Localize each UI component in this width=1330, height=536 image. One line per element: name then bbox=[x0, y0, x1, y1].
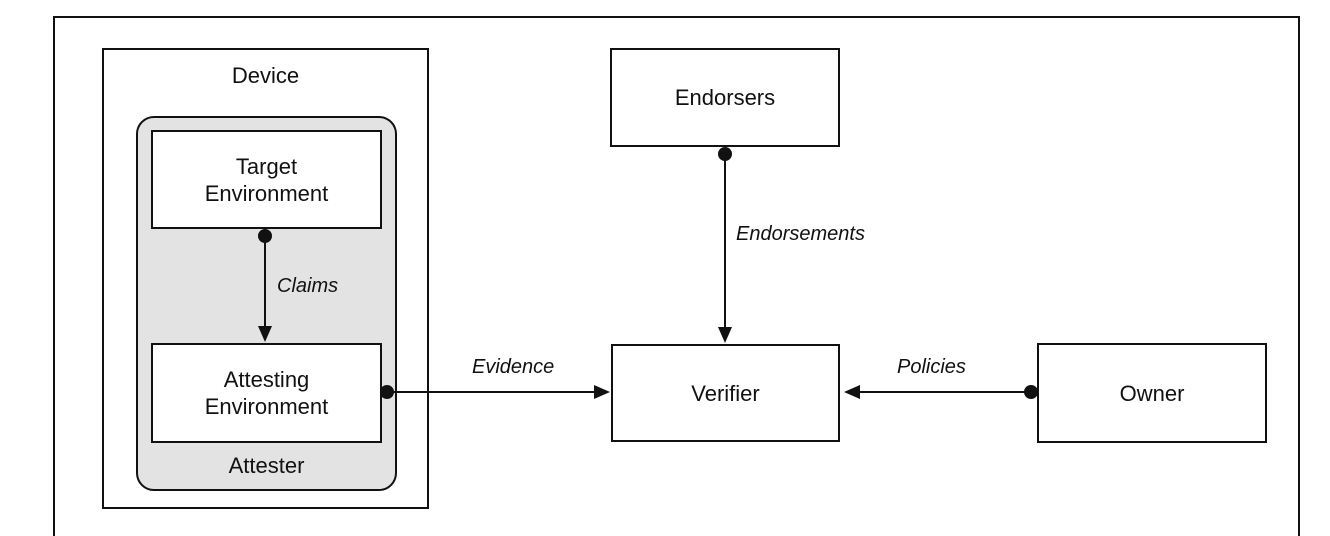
claims-edge-label: Claims bbox=[277, 275, 339, 297]
owner-node: Owner bbox=[1037, 343, 1267, 443]
endorsers-node: Endorsers bbox=[610, 48, 840, 147]
device-label: Device bbox=[231, 63, 300, 88]
verifier-label: Verifier bbox=[691, 380, 760, 406]
attesting-environment-node: Attesting Environment bbox=[151, 343, 382, 443]
endorsers-label: Endorsers bbox=[674, 85, 776, 110]
attester-label: Attester bbox=[228, 453, 305, 478]
evidence-edge-label: Evidence bbox=[472, 356, 555, 378]
attester-node: Target Environment Attesting Environment… bbox=[136, 116, 397, 491]
target-environment-label: Target Environment bbox=[204, 153, 329, 206]
verifier-node: Verifier bbox=[611, 344, 840, 442]
endorsements-edge-label: Endorsements bbox=[736, 223, 865, 245]
owner-label: Owner bbox=[1119, 380, 1185, 406]
diagram-outer-frame bbox=[53, 16, 1300, 536]
device-node: Device Target Environment Attesting Envi… bbox=[102, 48, 429, 509]
policies-edge-label: Policies bbox=[897, 356, 966, 378]
target-environment-node: Target Environment bbox=[151, 130, 382, 229]
attesting-environment-label: Attesting Environment bbox=[204, 367, 329, 419]
